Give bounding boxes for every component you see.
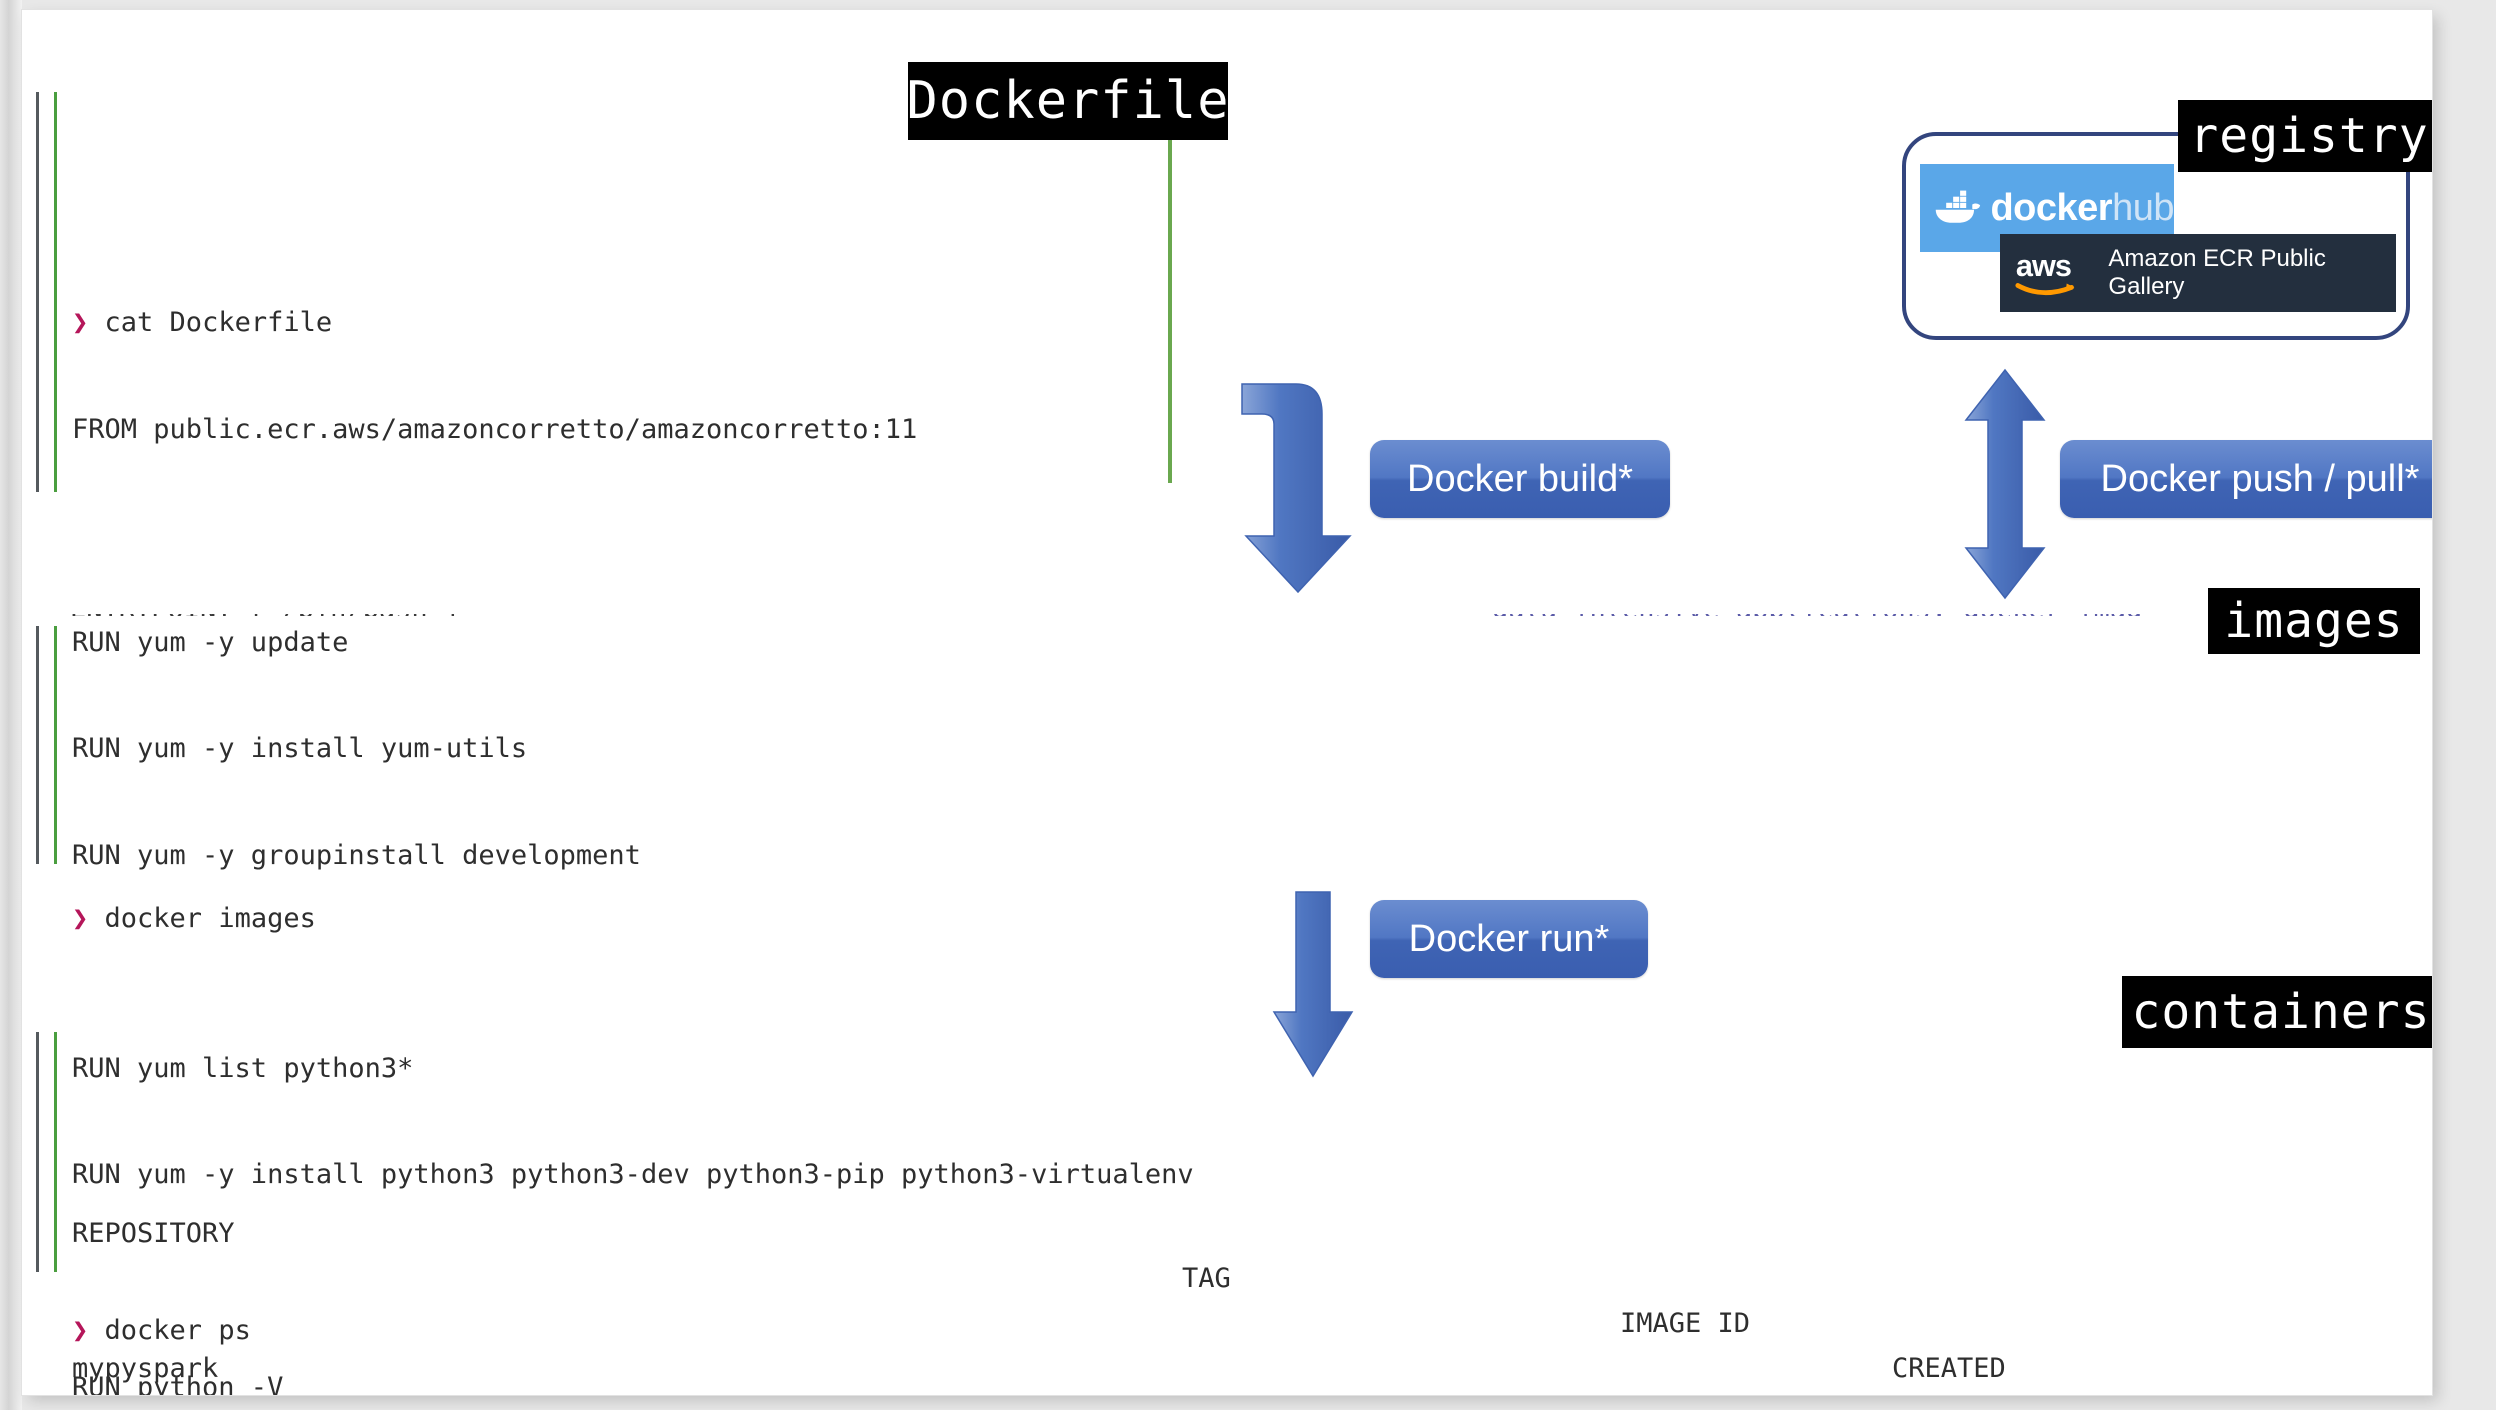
col-header-created: CREATED: [1892, 1353, 2006, 1384]
col-header-tag: TAG: [1182, 1263, 1231, 1294]
terminal-line: RUN yum -y install yum-utils: [72, 733, 528, 764]
images-command-line: ❯ docker images: [72, 896, 2432, 941]
clipped-line-text: ENTRYPOINT ["/bin/bash"]: [70, 594, 461, 616]
prompt-chevron-icon: ❯: [72, 903, 89, 934]
terminal-dockerfile-gutter: [54, 92, 57, 492]
col-header-image-id: IMAGE ID: [1620, 1308, 1751, 1339]
clipped-terminal-line-left: ENTRYPOINT ["/bin/bash"]: [70, 594, 590, 616]
terminal-line: FROM public.ecr.aws/amazoncorretto/amazo…: [72, 413, 918, 445]
terminal-line: RUN yum -y update: [72, 626, 349, 658]
terminal-line: RUN yum -y install python3 python3-dev p…: [72, 1159, 1194, 1190]
images-command: docker images: [104, 903, 316, 934]
docker-run-arrow: [1272, 891, 1354, 1078]
ps-command-line: ❯ docker ps: [72, 1308, 2432, 1354]
tag-images: images: [2208, 588, 2420, 654]
terminal-ps-gutter: [54, 1032, 57, 1272]
callout-docker-run-label: Docker run*: [1408, 917, 1610, 960]
aws-logo-icon: aws: [2015, 249, 2075, 296]
tag-containers-label: containers: [2131, 984, 2431, 1040]
terminal-line: RUN python -V: [72, 1372, 284, 1395]
terminal-docker-images: ❯ docker images REPOSITORY TAG IMAGE ID …: [36, 626, 2432, 1384]
prompt-chevron-icon: ❯: [72, 307, 89, 338]
svg-text:aws: aws: [2016, 249, 2071, 283]
tag-registry-label: registry: [2189, 108, 2429, 164]
callout-docker-build-label: Docker build*: [1407, 457, 1633, 500]
terminal-line-prompt: ❯ cat Dockerfile: [72, 305, 1154, 341]
dockerhub-suffix: hub: [2112, 186, 2174, 229]
callout-docker-run[interactable]: Docker run*: [1370, 900, 1648, 978]
registry-card: dockerhub aws Amazon ECR Public Gallery: [1902, 132, 2410, 340]
callout-docker-push-pull[interactable]: Docker push / pull*: [2060, 440, 2432, 518]
terminal-docker-ps: ❯ docker ps CONTAINER ID IMAGE COMMAND C…: [36, 1032, 2432, 1346]
terminal-dockerfile: ❯ cat Dockerfile FROM public.ecr.aws/ama…: [36, 92, 1194, 1395]
cell-repository: mypyspark: [72, 1353, 219, 1384]
terminal-dockerfile-darkbar: [36, 92, 39, 492]
terminal-line: RUN yum -y groupinstall development: [72, 839, 641, 871]
docker-whale-icon: [1935, 190, 1981, 223]
terminal-line: RUN yum list python3*: [72, 1052, 414, 1084]
ps-command: docker ps: [104, 1315, 251, 1346]
terminal-images-darkbar: [36, 626, 39, 864]
slide-canvas: Dockerfile ❯ cat Dockerfile FROM public.…: [22, 10, 2432, 1395]
tag-registry: registry: [2178, 100, 2432, 172]
dockerhub-name: docker: [1990, 186, 2113, 229]
tag-images-label: images: [2224, 593, 2404, 649]
callout-docker-push-pull-label: Docker push / pull*: [2100, 457, 2420, 500]
prompt-chevron-icon: ❯: [72, 1315, 89, 1346]
dockerfile-stem: [1168, 138, 1172, 483]
docker-push-pull-arrow: [1964, 368, 2046, 600]
terminal-line: [72, 518, 1154, 554]
terminal-images-gutter: [54, 626, 57, 864]
aws-gallery-label: Amazon ECR Public Gallery: [2108, 245, 2326, 300]
clipped-terminal-line-right: data intensive applications, docker imag: [1492, 594, 2232, 616]
page-left-shadow: [0, 0, 22, 1410]
clipped-line-right-text: data intensive applications, docker imag: [1492, 594, 2143, 616]
aws-ecr-public-gallery-badge: aws Amazon ECR Public Gallery: [2000, 234, 2396, 312]
table-row: mypyspark latest de679c0babee About an h…: [72, 1301, 2432, 1384]
dockerhub-wordmark: dockerhub: [1990, 187, 2174, 230]
dockerfile-command: cat Dockerfile: [104, 307, 333, 338]
callout-docker-build[interactable]: Docker build*: [1370, 440, 1670, 518]
terminal-ps-darkbar: [36, 1032, 39, 1272]
images-table: REPOSITORY TAG IMAGE ID CREATED SIZE myp…: [72, 1076, 2432, 1395]
tag-containers: containers: [2122, 976, 2432, 1048]
tag-dockerfile-label: Dockerfile: [906, 71, 1230, 131]
docker-build-arrow: [1241, 383, 1352, 594]
table-header-row: REPOSITORY TAG IMAGE ID CREATED SIZE: [72, 1166, 2432, 1384]
tag-dockerfile: Dockerfile: [906, 62, 1230, 140]
col-header-repository: REPOSITORY: [72, 1218, 235, 1249]
